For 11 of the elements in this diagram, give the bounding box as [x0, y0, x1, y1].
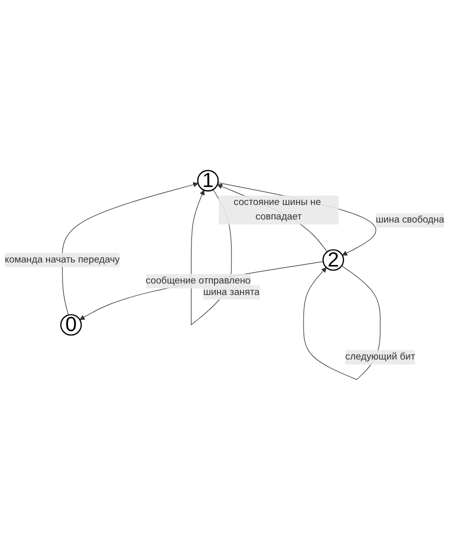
- edge-label: шина свободна: [376, 214, 444, 226]
- node-circle: 1: [197, 170, 219, 192]
- node-circle: 2: [322, 249, 344, 271]
- edge-label: состояние шины не совпадает: [234, 197, 321, 222]
- edge-label: следующий бит: [345, 352, 416, 362]
- edge-label: сообщение отправлено: [146, 276, 251, 286]
- edge-label: шина занята: [203, 287, 260, 298]
- arrow: [62, 182, 198, 316]
- edge-label: команда начать передачу: [4, 254, 120, 265]
- node-circle: 0: [60, 314, 82, 336]
- arrow: [80, 261, 324, 320]
